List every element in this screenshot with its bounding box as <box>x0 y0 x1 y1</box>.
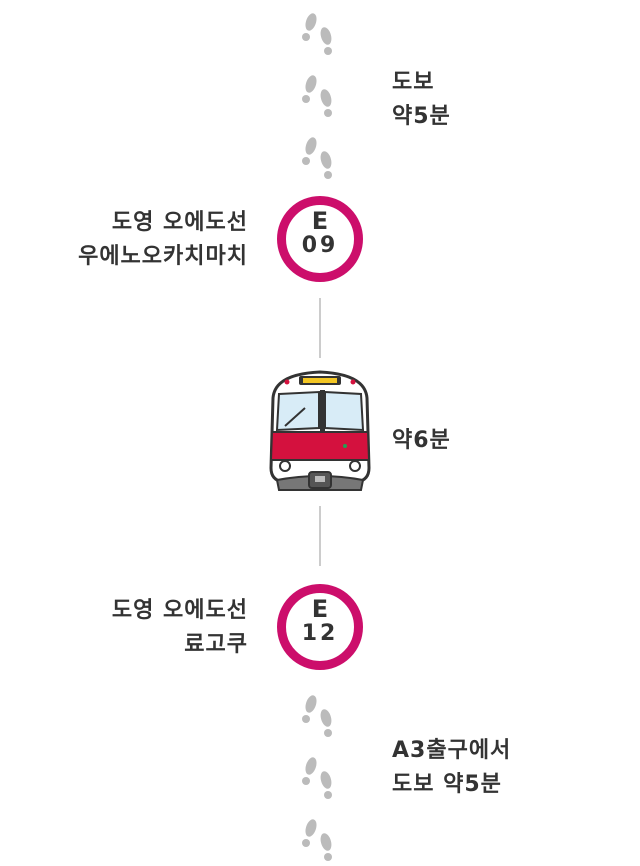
station-a-label: 도영 오에도선 우에노오카치마치 <box>78 206 248 274</box>
walk-bottom-line1: A3출구에서 <box>392 738 512 763</box>
station-a-number: 09 <box>301 233 339 258</box>
footprints-icon <box>302 695 332 737</box>
station-b-badge: E 12 <box>277 584 363 670</box>
station-a-badge: E 09 <box>277 196 363 282</box>
connector-line-lower <box>319 506 321 566</box>
footprints-icon <box>302 757 332 799</box>
connector-line-upper <box>319 298 321 358</box>
footprints-icon <box>302 819 332 861</box>
station-b-number: 12 <box>301 621 339 646</box>
station-b-station-name: 료고쿠 <box>184 632 248 657</box>
station-a-line-name: 도영 오에도선 <box>111 210 248 235</box>
footprints-icon <box>302 13 332 55</box>
station-a-station-name: 우에노오카치마치 <box>78 244 248 269</box>
walk-top-line2: 약5분 <box>392 104 451 129</box>
train-icon <box>269 370 371 491</box>
walk-time-bottom: A3출구에서 도보 약5분 <box>392 734 511 802</box>
station-a-line-code: E <box>311 207 329 235</box>
ride-duration: 약6분 <box>392 424 451 458</box>
walk-time-top: 도보 약5분 <box>392 66 451 134</box>
station-b-line-name: 도영 오에도선 <box>111 598 248 623</box>
station-b-line-code: E <box>311 595 329 623</box>
walk-top-line1: 도보 <box>392 70 435 95</box>
footprints-icon <box>302 75 332 117</box>
station-b-label: 도영 오에도선 료고쿠 <box>112 594 248 662</box>
ride-duration-text: 약6분 <box>392 428 451 453</box>
footprints-icon <box>302 137 332 179</box>
walk-bottom-line2: 도보 약5분 <box>392 772 502 797</box>
